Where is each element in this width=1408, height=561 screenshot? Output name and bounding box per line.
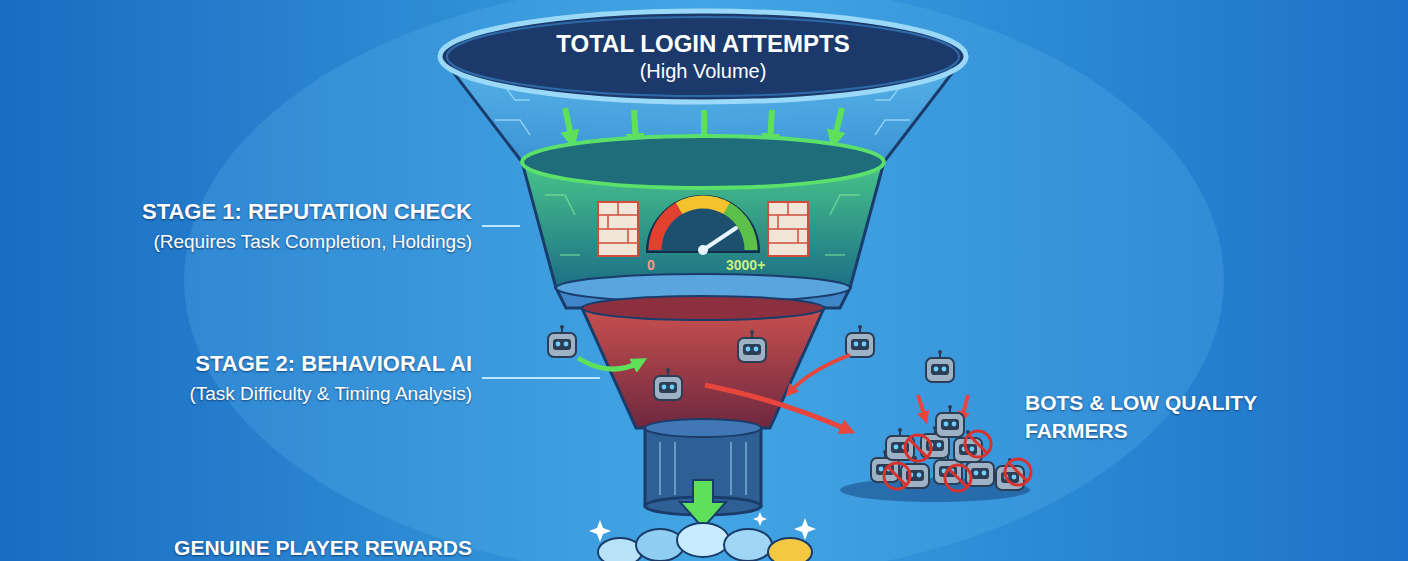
gauge-max: 3000+ (726, 257, 765, 274)
output-label: GENUINE PLAYER REWARDS (174, 535, 472, 560)
stage-subtext: (High Volume) (640, 59, 767, 84)
stage-subtitle: (Requires Task Completion, Holdings) (153, 231, 472, 254)
gauge-min: 0 (647, 257, 655, 274)
stage-title: STAGE 1: REPUTATION CHECK (142, 199, 472, 225)
stage-heading: TOTAL LOGIN ATTEMPTS (556, 29, 849, 59)
entry-ellipse: TOTAL LOGIN ATTEMPTS(High Volume) (437, 8, 969, 105)
reject-label: BOTS & LOW QUALITY FARMERS (1025, 389, 1265, 446)
stage-subtitle: (Task Difficulty & Timing Analysis) (189, 383, 472, 406)
stage-title: STAGE 2: BEHAVIORAL AI (195, 351, 472, 377)
